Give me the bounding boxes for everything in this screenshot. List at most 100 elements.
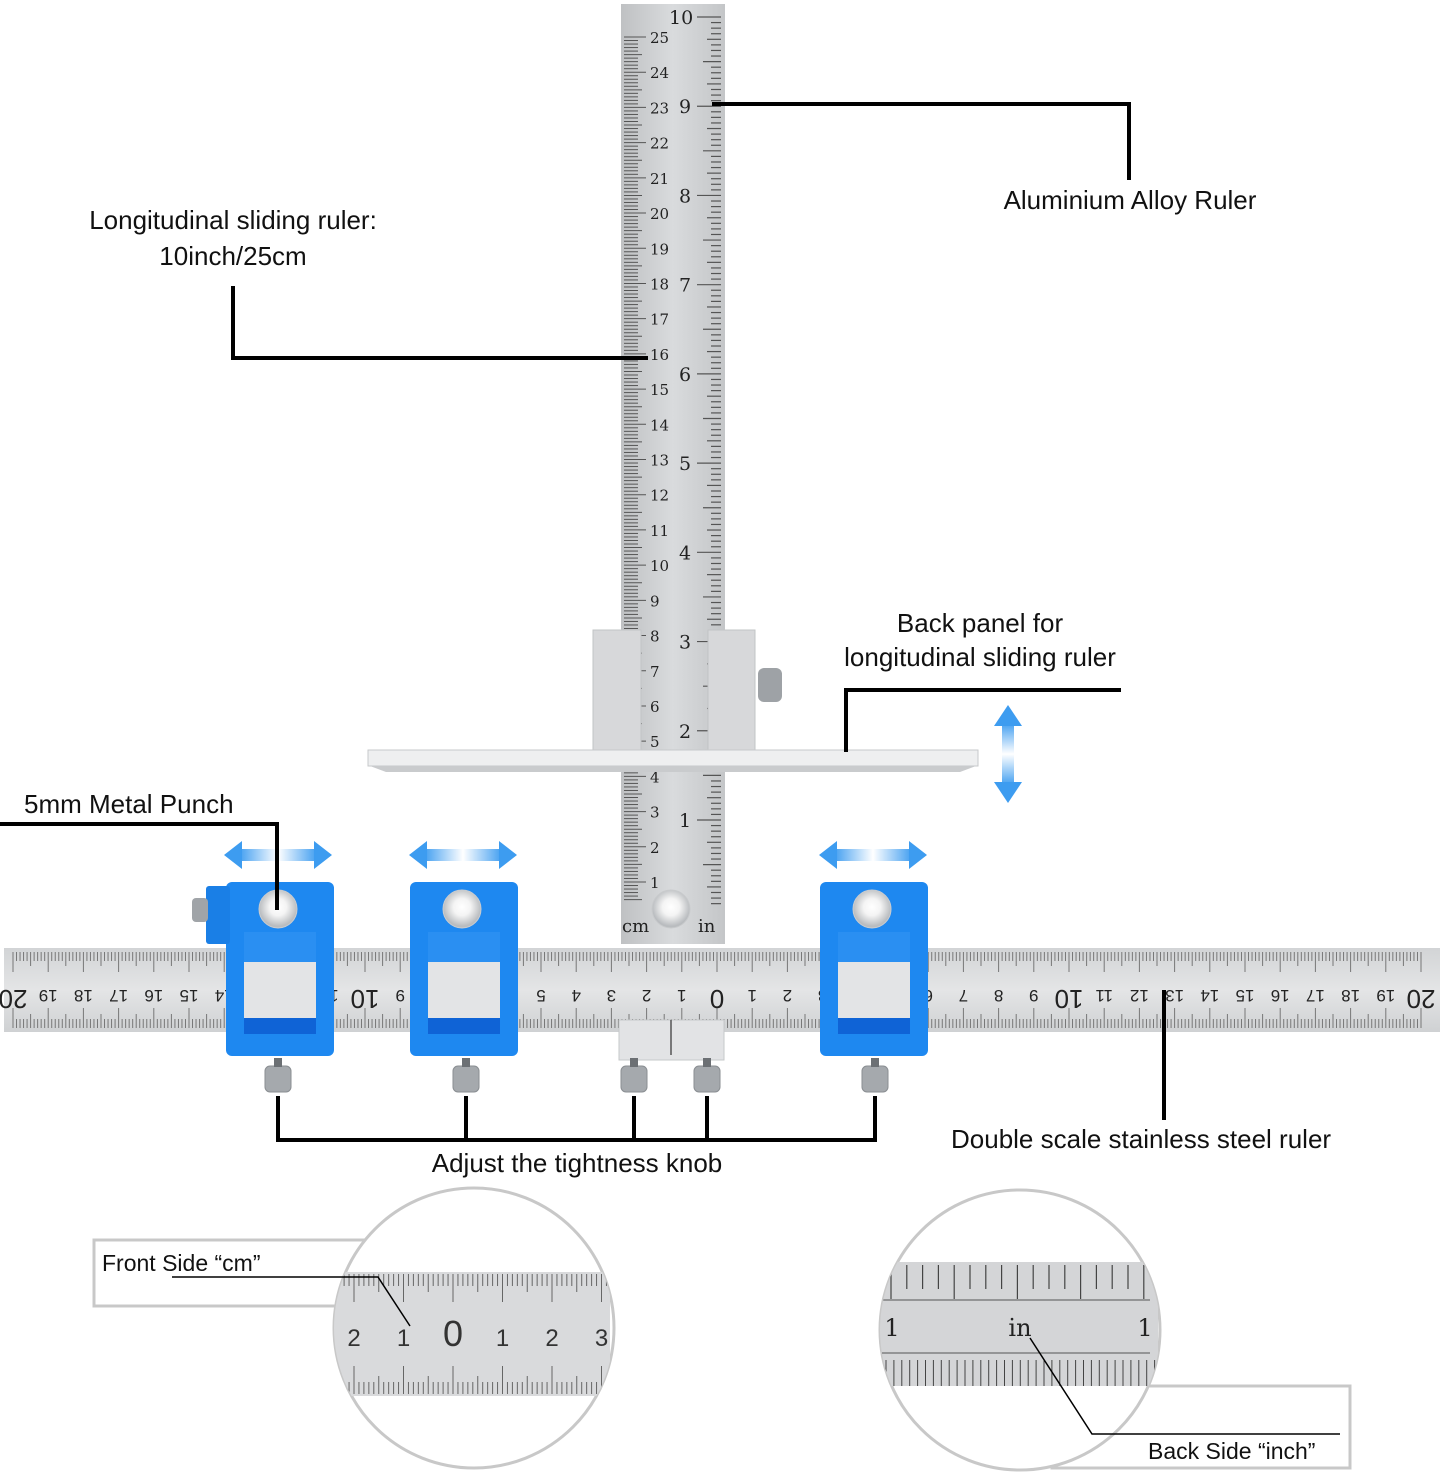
move-arrow-right-carrier <box>819 841 927 869</box>
cm-tick-label: 7 <box>650 663 660 681</box>
carrier-middle <box>410 882 518 1056</box>
callout-steel-ruler: Double scale stainless steel ruler <box>951 1124 1332 1154</box>
callout-back-side: Back Side “inch” <box>1148 1438 1316 1464</box>
metal-punch-icon <box>852 889 892 929</box>
steel-ruler-label: 13 <box>1165 986 1184 1005</box>
steel-ruler-label: 18 <box>74 986 93 1005</box>
callout-front-side: Front Side “cm” <box>102 1250 261 1276</box>
steel-ruler-label: 7 <box>959 986 968 1005</box>
knob-center-left-icon <box>620 1065 648 1093</box>
callout-tightness-knob: Adjust the tightness knob <box>431 1148 723 1178</box>
cm-tick-label: 2 <box>650 839 660 857</box>
carrier-left <box>226 882 334 1056</box>
callout-line-longitudinal <box>231 286 648 360</box>
carrier-right <box>820 882 928 1056</box>
steel-ruler-label: 18 <box>1341 986 1360 1005</box>
back-zoom-label: 1 <box>1137 1314 1152 1342</box>
cm-tick-label: 8 <box>650 628 660 646</box>
unit-cm-label: cm <box>622 916 649 937</box>
steel-ruler-label: 11 <box>1095 986 1113 1005</box>
front-zoom-label: 1 <box>397 1325 410 1352</box>
front-zoom-label: 0 <box>443 1313 463 1354</box>
knob-left-icon <box>264 1065 292 1093</box>
inch-tick-label: 5 <box>679 453 691 475</box>
callout-longitudinal-size: 10inch/25cm <box>159 241 307 271</box>
metal-punch-icon <box>442 889 482 929</box>
steel-ruler-label: 15 <box>180 986 199 1005</box>
front-zoom-label: 1 <box>496 1325 509 1352</box>
carrier-window <box>244 962 316 1018</box>
steel-ruler-label: 4 <box>571 986 580 1005</box>
cm-tick-label: 12 <box>650 487 669 505</box>
cm-tick-label: 16 <box>650 346 669 364</box>
cm-tick-label: 3 <box>650 804 660 822</box>
inch-tick-label: 8 <box>679 185 691 207</box>
knob-center-right-icon <box>693 1065 721 1093</box>
cm-tick-label: 10 <box>650 557 669 575</box>
callout-back-panel-line2: longitudinal sliding ruler <box>844 642 1116 672</box>
inch-tick-label: 6 <box>679 364 691 386</box>
cm-tick-label: 11 <box>650 522 669 540</box>
steel-ruler-label: 20 <box>0 984 27 1014</box>
knob-right-icon <box>861 1065 889 1093</box>
cm-tick-label: 25 <box>650 29 669 47</box>
carrier-side-tab <box>206 886 230 944</box>
unit-in-label: in <box>698 916 716 937</box>
steel-ruler-label: 0 <box>710 984 724 1014</box>
cm-tick-label: 1 <box>650 874 660 892</box>
cm-tick-label: 5 <box>650 733 660 751</box>
steel-ruler-label: 2 <box>783 986 792 1005</box>
cm-tick-label: 14 <box>650 416 669 434</box>
cm-tick-label: 15 <box>650 381 669 399</box>
steel-ruler-label: 8 <box>994 986 1003 1005</box>
inch-tick-label: 4 <box>679 542 691 564</box>
steel-ruler-label: 20 <box>1407 984 1436 1014</box>
slider-knob[interactable] <box>758 668 782 702</box>
steel-ruler-label: 9 <box>395 986 404 1005</box>
callout-line-back-panel <box>844 688 1121 752</box>
steel-ruler-label: 1 <box>747 986 756 1005</box>
move-arrow-vertical <box>994 705 1022 803</box>
cm-tick-label: 21 <box>650 170 669 188</box>
back-zoom-label: 1 <box>884 1314 899 1342</box>
inch-tick-label: 10 <box>669 7 693 29</box>
steel-ruler-label: 15 <box>1236 986 1255 1005</box>
vertical-ruler-labels: 2524232221201918171615141312111098765432… <box>650 7 693 892</box>
carrier-window <box>838 962 910 1018</box>
slider-block-right <box>707 629 756 751</box>
steel-ruler-label: 6 <box>923 986 932 1005</box>
steel-ruler-label: 1 <box>677 986 686 1005</box>
inch-tick-label: 2 <box>679 721 691 743</box>
carrier-window <box>428 962 500 1018</box>
slider-block-left <box>592 629 642 751</box>
cm-tick-label: 20 <box>650 205 669 223</box>
inch-tick-label: 9 <box>679 96 691 118</box>
steel-ruler-label: 17 <box>1306 986 1325 1005</box>
vertical-ruler-ticks <box>624 16 721 905</box>
cm-tick-label: 23 <box>650 99 669 117</box>
inch-tick-label: 3 <box>679 632 691 654</box>
back-zoom-label: in <box>1008 1314 1031 1342</box>
move-arrow-middle-carrier <box>409 841 517 869</box>
steel-ruler-label: 14 <box>1200 986 1219 1005</box>
knob-middle-icon <box>452 1065 480 1093</box>
back-panel <box>367 749 979 767</box>
steel-ruler-label: 3 <box>607 986 616 1005</box>
cm-tick-label: 19 <box>650 240 669 258</box>
steel-ruler-label: 16 <box>1271 986 1290 1005</box>
steel-ruler-label: 12 <box>1130 986 1149 1005</box>
callout-line-aluminium <box>712 102 1131 180</box>
steel-ruler-label: 9 <box>1029 986 1038 1005</box>
steel-ruler-label: 2 <box>642 986 651 1005</box>
center-punch-icon <box>651 889 691 929</box>
front-zoom-label: 2 <box>347 1325 360 1352</box>
side-knob-icon <box>192 898 208 922</box>
steel-ruler-label: 10 <box>351 984 380 1014</box>
cm-tick-label: 9 <box>650 592 660 610</box>
callout-longitudinal-title: Longitudinal sliding ruler: <box>89 205 377 235</box>
inch-tick-label: 1 <box>679 810 691 832</box>
cm-tick-label: 18 <box>650 275 669 293</box>
cm-tick-label: 13 <box>650 452 669 470</box>
cm-tick-label: 22 <box>650 135 669 153</box>
callout-metal-punch: 5mm Metal Punch <box>24 789 234 819</box>
